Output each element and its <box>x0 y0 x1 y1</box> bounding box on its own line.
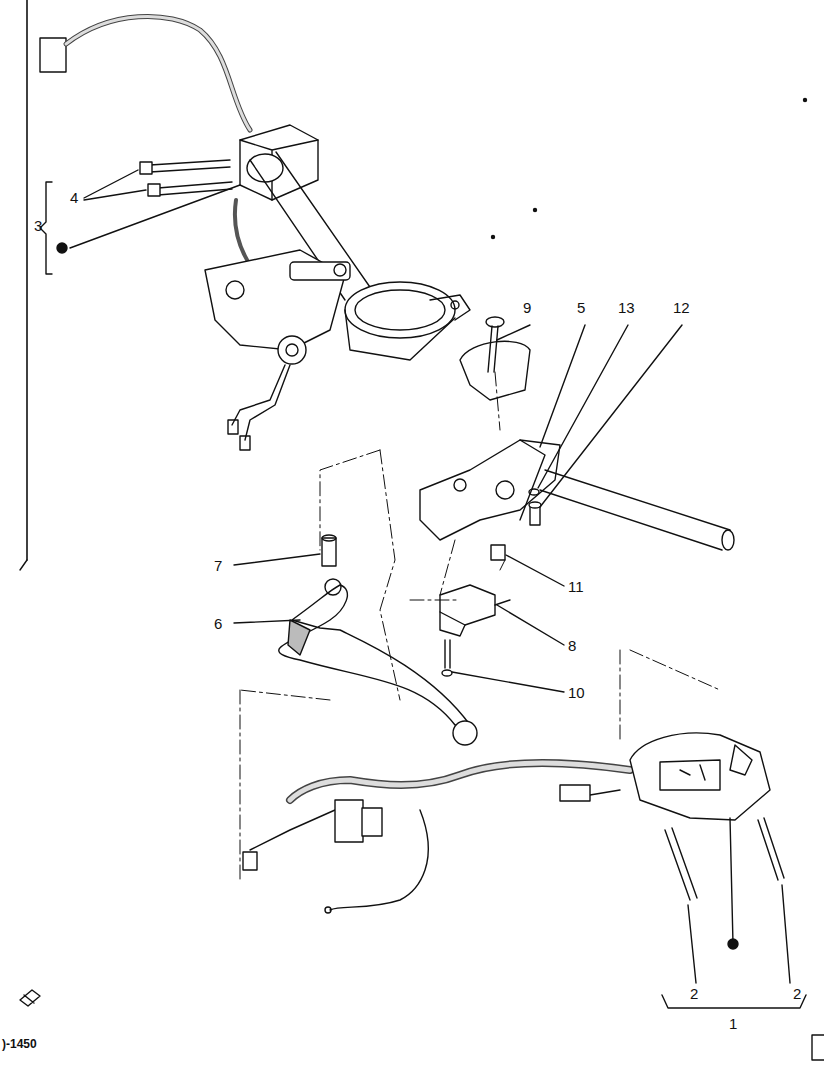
callout-number: 5 <box>577 300 585 315</box>
callout-number: 2 <box>793 986 801 1001</box>
callout-number: 13 <box>618 300 635 315</box>
drawing-number: )-1450 <box>2 1038 37 1050</box>
callout-number: 10 <box>568 685 585 700</box>
callout-number: 7 <box>214 558 222 573</box>
callout-number: 11 <box>568 579 584 594</box>
callout-number: 9 <box>523 300 531 315</box>
callout-number: 6 <box>214 616 222 631</box>
callout-number: 3 <box>34 218 42 233</box>
callout-number: 2 <box>690 986 698 1001</box>
callout-number: 8 <box>568 638 576 653</box>
callout-number: 12 <box>673 300 690 315</box>
callout-number: 1 <box>729 1016 737 1031</box>
callout-number: 4 <box>70 190 78 205</box>
